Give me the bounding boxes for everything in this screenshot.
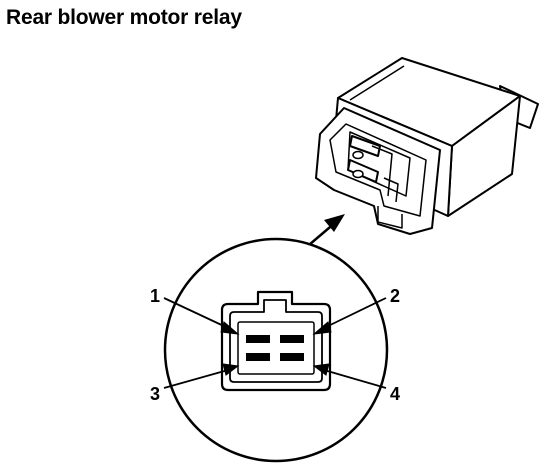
relay-connector-face [220, 290, 332, 392]
pin-3-label: 3 [150, 384, 160, 404]
terminal-3-slot [246, 353, 270, 361]
relay-body [315, 57, 539, 235]
pin-4-leader [323, 369, 387, 389]
pin-2-arrowhead [312, 321, 332, 335]
terminal-4-slot [280, 353, 304, 361]
pin-2-label: 2 [390, 286, 400, 306]
terminal-2-slot [280, 335, 304, 343]
terminal-1-slot [246, 335, 270, 343]
pin-leaders [163, 297, 387, 389]
terminal-slots [246, 335, 304, 361]
pin-1-arrowhead [220, 321, 240, 335]
pin-1-label: 1 [150, 286, 160, 306]
pin-4-arrowhead [312, 363, 330, 376]
pin-3-arrowhead [222, 363, 240, 376]
pin-3-leader [163, 369, 229, 389]
diagram-title: Rear blower motor relay [6, 6, 242, 29]
pin-4-label: 4 [390, 384, 400, 404]
pin-2-leader [323, 297, 387, 329]
pin-1-leader [163, 297, 229, 329]
